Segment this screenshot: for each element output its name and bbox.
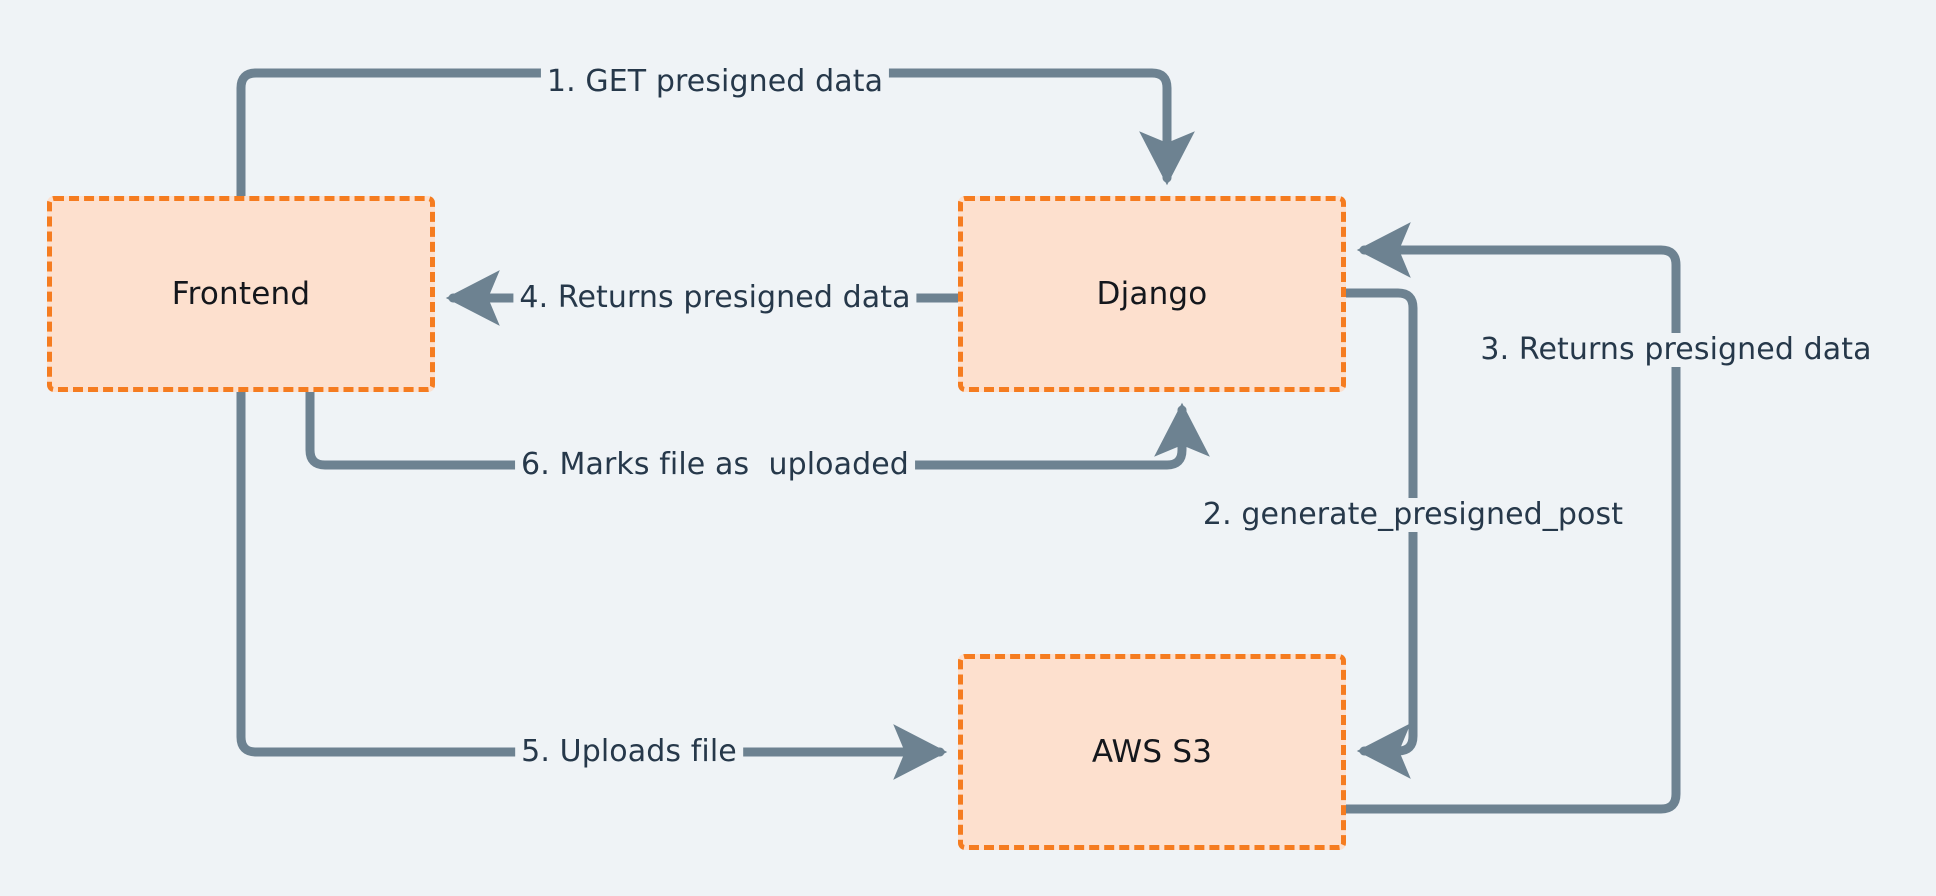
edge-3-path — [1341, 222, 1681, 814]
node-aws-s3-label: AWS S3 — [1091, 734, 1213, 770]
node-frontend[interactable]: Frontend — [47, 196, 435, 392]
node-aws-s3[interactable]: AWS S3 — [958, 654, 1346, 850]
edge-label-2: 2. generate_presigned_post — [1196, 498, 1630, 532]
node-django[interactable]: Django — [958, 196, 1346, 392]
edge-label-6: 6. Marks file as uploaded — [515, 448, 915, 482]
edge-label-5: 5. Uploads file — [515, 735, 743, 769]
edge-label-1: 1. GET presigned data — [540, 65, 890, 99]
node-frontend-label: Frontend — [171, 276, 311, 312]
edge-5-path — [236, 387, 948, 780]
node-django-label: Django — [1096, 276, 1208, 312]
edge-label-3: 3. Returns presigned data — [1474, 333, 1878, 367]
edge-label-4: 4. Returns presigned data — [513, 281, 917, 315]
